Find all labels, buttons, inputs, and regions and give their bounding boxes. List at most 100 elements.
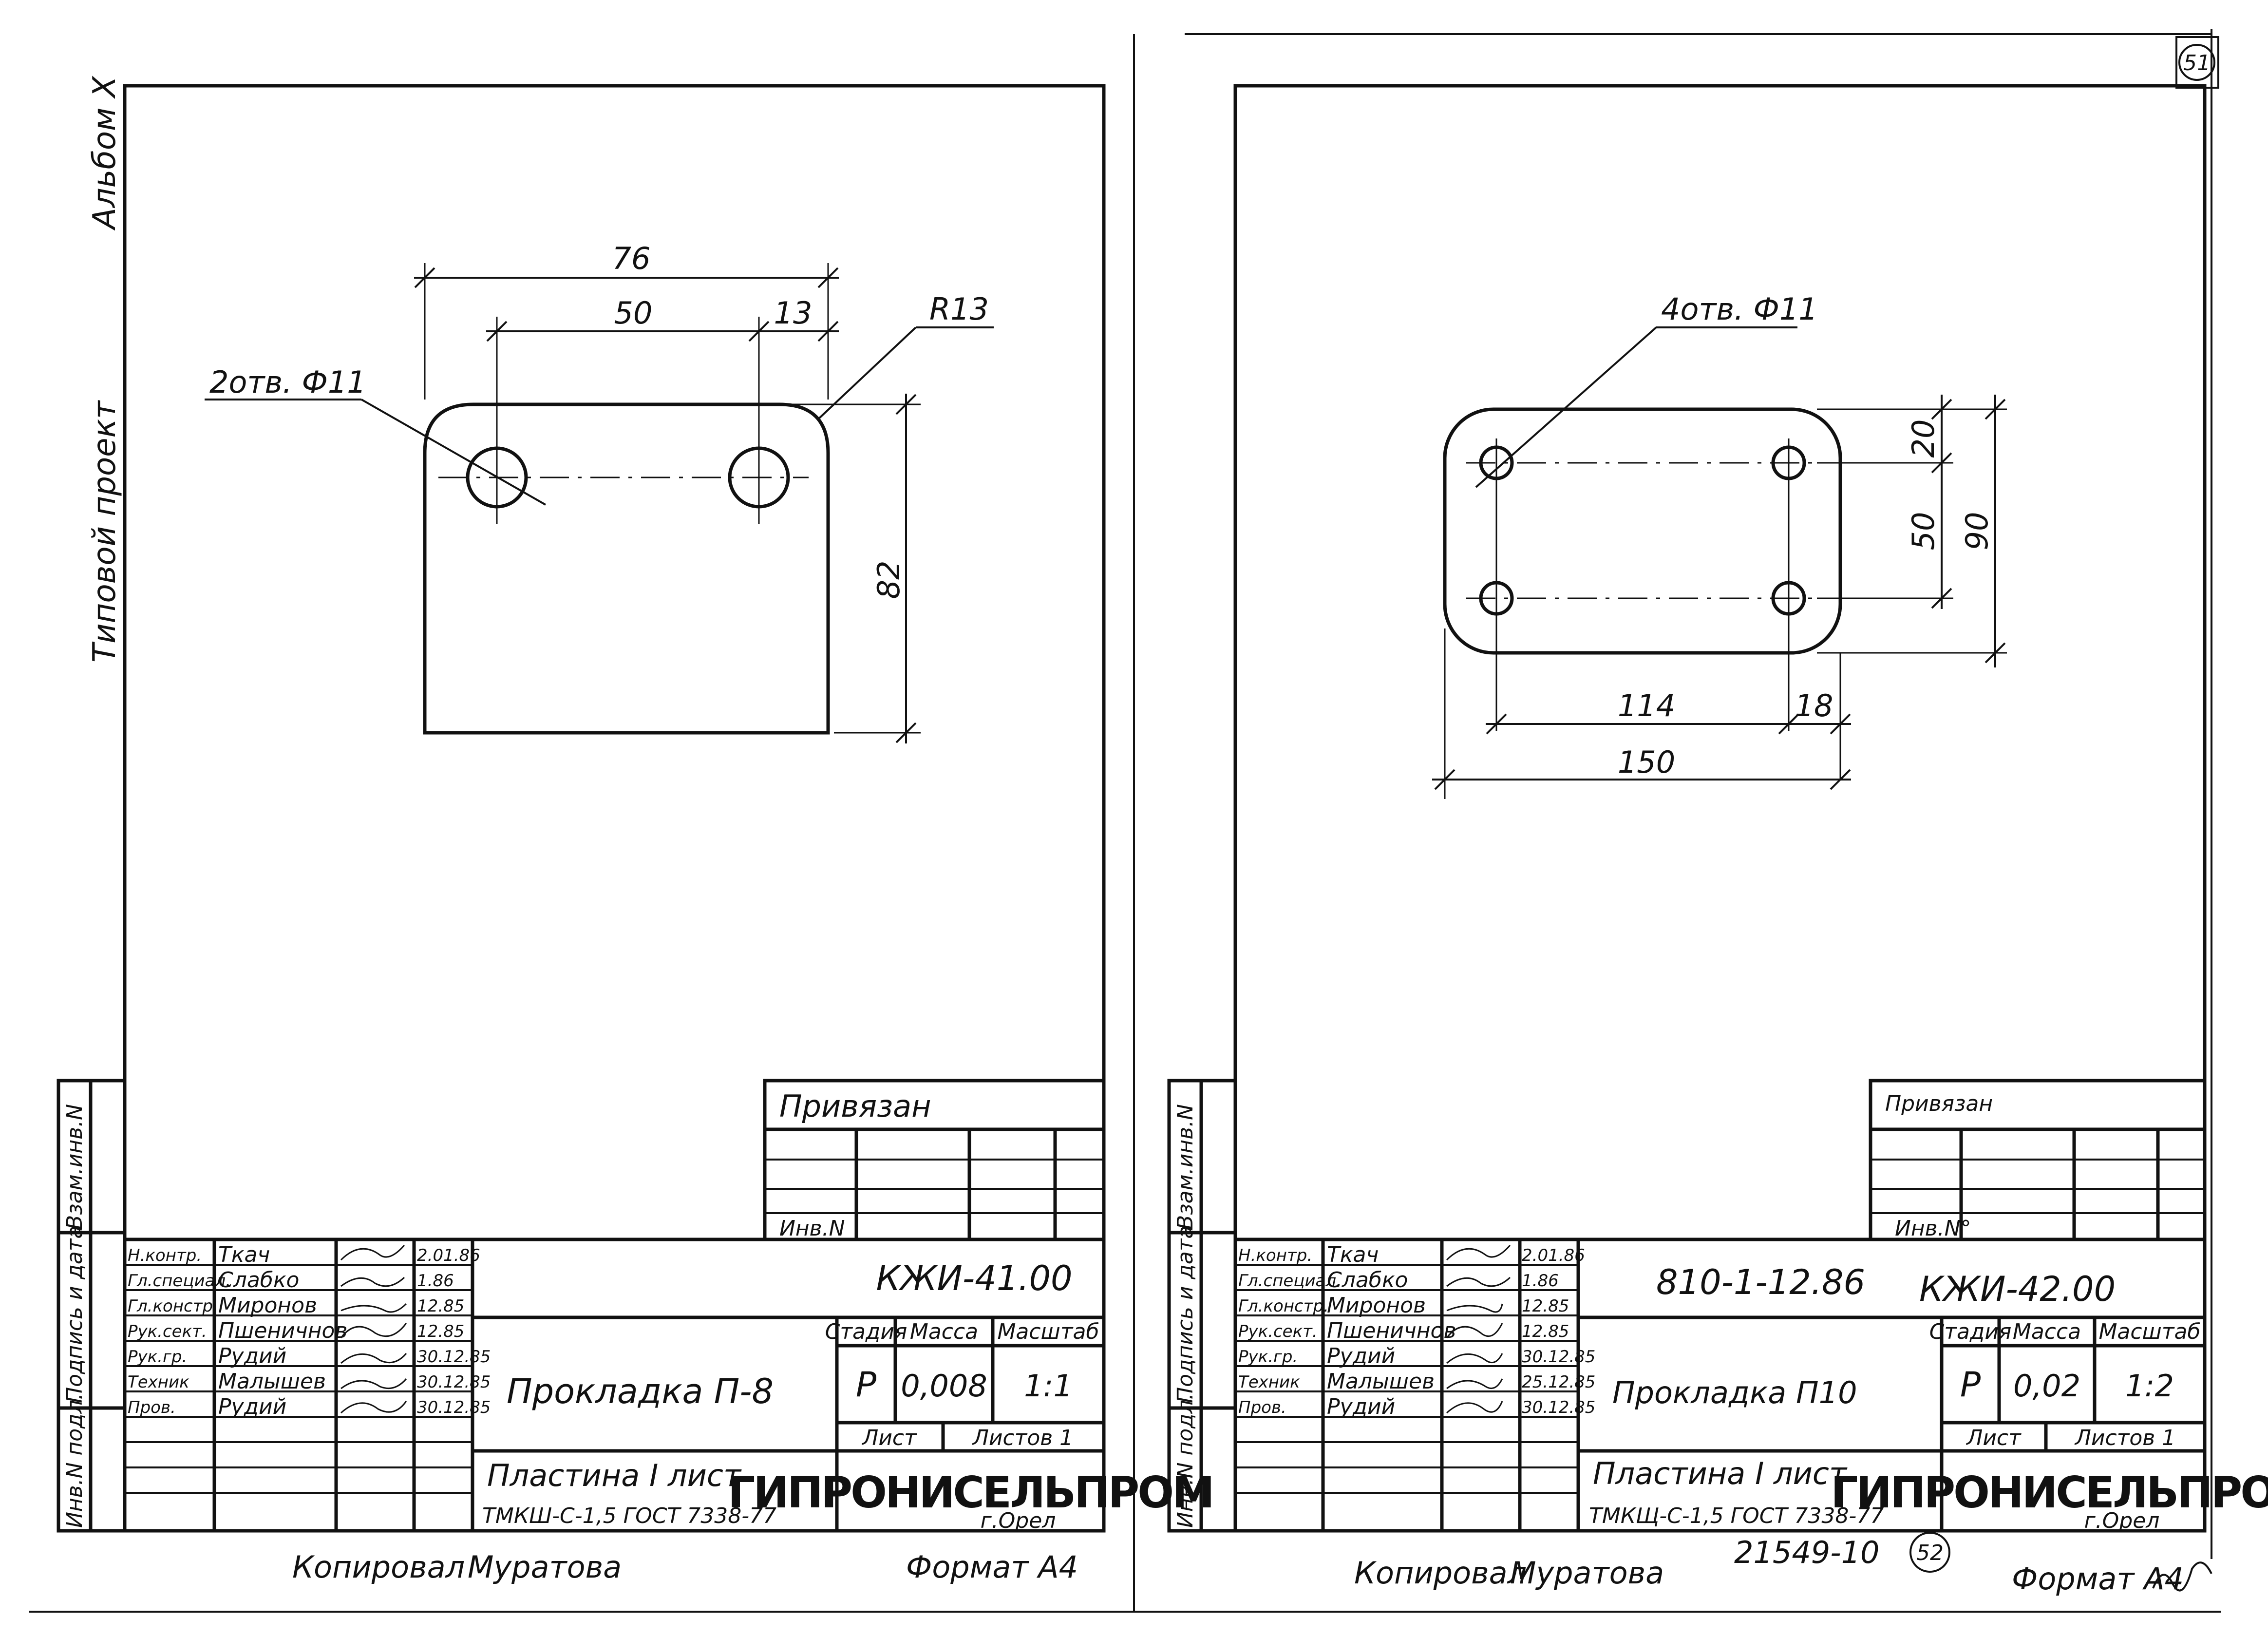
project-label: Типовой проект — [87, 400, 123, 663]
staff-date: 30.12.85 — [1522, 1398, 1595, 1417]
stage-value: Р — [1960, 1365, 1981, 1405]
mass-value: 0,008 — [901, 1368, 987, 1404]
page-number-box — [2175, 36, 2219, 89]
org-name: ГИПРОНИСЕЛЬПРОМ — [728, 1467, 1212, 1518]
staff-name: Пшеничнов — [218, 1318, 347, 1343]
hole-note: 2отв. Ф11 — [209, 364, 366, 400]
staff-role: Рук.гр. — [1238, 1347, 1298, 1367]
signature-scribbles — [1446, 1245, 1511, 1414]
staff-role: Техник — [1238, 1372, 1300, 1392]
staff-role: Гл.констр. — [128, 1296, 218, 1316]
page-number: 51 — [2183, 51, 2211, 76]
stamp-signature-date: Подпись и дата — [62, 1226, 87, 1403]
stage-label: Стадия — [1929, 1319, 2012, 1344]
staff-table: Н.контр. Ткач 2.01.86 Гл.специал. Слабко… — [1238, 1242, 1595, 1419]
staff-date: 30.12.85 — [417, 1347, 491, 1367]
dim-spacing: 50 — [614, 295, 653, 331]
right-part-drawing: 114 18 150 20 50 90 4отв. Ф11 — [1432, 291, 2007, 799]
staff-role: Н.контр. — [1238, 1246, 1312, 1265]
scale-label: Масштаб — [997, 1319, 1099, 1344]
dim-overall: 76 — [612, 241, 651, 276]
inv-no-label: Инв.N — [779, 1216, 845, 1241]
staff-role: Гл.специал. — [128, 1271, 231, 1291]
staff-date: 2.01.86 — [417, 1246, 480, 1265]
staff-name: Малышев — [218, 1369, 326, 1394]
signature-scribbles — [340, 1245, 407, 1414]
dim-spacing-h: 50 — [1906, 512, 1941, 551]
dim-edge: 13 — [774, 295, 813, 331]
left-title-block: Привязан Инв.N Н.контр. Ткач 2.01.86 Г — [123, 1079, 1215, 1533]
stamp-inv-podl: Инв.N подл. — [1173, 1393, 1198, 1528]
staff-date: 1.86 — [1522, 1271, 1559, 1291]
staff-role: Н.контр. — [128, 1246, 202, 1265]
staff-role: Пров. — [1238, 1398, 1286, 1417]
staff-date: 1.86 — [417, 1271, 454, 1291]
staff-name: Рудий — [218, 1394, 286, 1419]
left-part-drawing: 76 50 13 82 2отв. Ф11 R13 — [205, 241, 994, 743]
right-title-block: Привязан Инв.N° Н.контр. Ткач 2.01.86 Гл… — [1233, 1079, 2268, 1533]
scale-label: Масштаб — [2098, 1319, 2200, 1344]
staff-role: Гл.констр. — [1238, 1296, 1329, 1316]
org-city: г.Орел — [981, 1508, 1056, 1533]
sheets-label: Листов 1 — [972, 1426, 1073, 1450]
staff-name: Рудий — [1327, 1394, 1395, 1419]
staff-name: Рудий — [1327, 1344, 1395, 1369]
staff-date: 30.12.85 — [417, 1372, 491, 1392]
privyazan-label: Привязан — [1885, 1091, 1993, 1116]
doc-code: КЖИ-41.00 — [876, 1258, 1072, 1298]
part-title: Прокладка П-8 — [507, 1371, 774, 1411]
right-margin-stamp: Инв.N подл. Подпись и дата Взам.инв.N — [1167, 1079, 1237, 1533]
material-line-1: Пластина I лист — [1593, 1456, 1848, 1491]
archive-page-circle — [1909, 1532, 1950, 1573]
dim-height: 82 — [871, 561, 907, 599]
org-name: ГИПРОНИСЕЛЬПРОМ — [1831, 1467, 2268, 1518]
staff-name: Ткач — [1327, 1242, 1379, 1267]
hole-note: 4отв. Ф11 — [1661, 291, 1818, 327]
dim-overall-w: 150 — [1618, 744, 1675, 780]
left-margin-stamp: Инв.N подл. Подпись и дата Взам.инв.N — [57, 1079, 127, 1533]
staff-name: Рудий — [218, 1344, 286, 1369]
staff-date: 12.85 — [417, 1322, 464, 1341]
privyazan-label: Привязан — [779, 1088, 931, 1124]
dim-edge-h: 20 — [1906, 419, 1941, 458]
staff-role: Гл.специал. — [1238, 1271, 1342, 1291]
dim-spacing-w: 114 — [1618, 688, 1675, 723]
mass-label: Масса — [2013, 1319, 2081, 1344]
archive-number: 21549-10 — [1734, 1535, 1880, 1570]
scale-value: 1:1 — [1024, 1368, 1073, 1404]
archive-page: 52 — [1916, 1541, 1944, 1565]
material-line-1: Пластина I лист — [487, 1458, 742, 1493]
format-signature — [2152, 1561, 2212, 1592]
album-label: Альбом X — [87, 76, 123, 231]
dim-edge-w: 18 — [1795, 688, 1833, 723]
staff-date: 30.12.85 — [1522, 1347, 1595, 1367]
staff-date: 25.12.85 — [1522, 1372, 1595, 1392]
staff-name: Ткач — [218, 1242, 270, 1267]
part-title: Прокладка П10 — [1612, 1375, 1857, 1410]
staff-name: Пшеничнов — [1327, 1318, 1456, 1343]
copier-name: Муратова — [1510, 1555, 1664, 1591]
staff-name: Малышев — [1327, 1369, 1435, 1394]
scale-value: 1:2 — [2125, 1368, 2174, 1404]
mass-label: Масса — [910, 1319, 978, 1344]
staff-date: 30.12.85 — [417, 1398, 491, 1417]
doc-code: КЖИ-42.00 — [1919, 1269, 2116, 1309]
stamp-vzam-inv: Взам.инв.N — [62, 1104, 87, 1230]
dim-overall-h: 90 — [1959, 512, 1995, 551]
staff-date: 12.85 — [417, 1296, 464, 1316]
sheet-label: Лист — [1966, 1426, 2022, 1450]
project-code: 810-1-12.86 — [1656, 1262, 1865, 1302]
copied-label: Копировал — [292, 1549, 465, 1585]
staff-date: 12.85 — [1522, 1322, 1569, 1341]
mass-value: 0,02 — [2013, 1368, 2080, 1404]
sheets-label: Листов 1 — [2074, 1426, 2175, 1450]
staff-role: Рук.сект. — [128, 1322, 207, 1341]
format-label: Формат А4 — [2012, 1561, 2184, 1597]
staff-name: Слабко — [1327, 1268, 1408, 1293]
staff-name: Слабко — [218, 1268, 299, 1293]
sheet-label: Лист — [861, 1426, 917, 1450]
stamp-inv-podl: Инв.N подл. — [62, 1393, 87, 1528]
staff-role: Рук.сект. — [1238, 1322, 1318, 1341]
page-number-circle — [2178, 44, 2215, 81]
